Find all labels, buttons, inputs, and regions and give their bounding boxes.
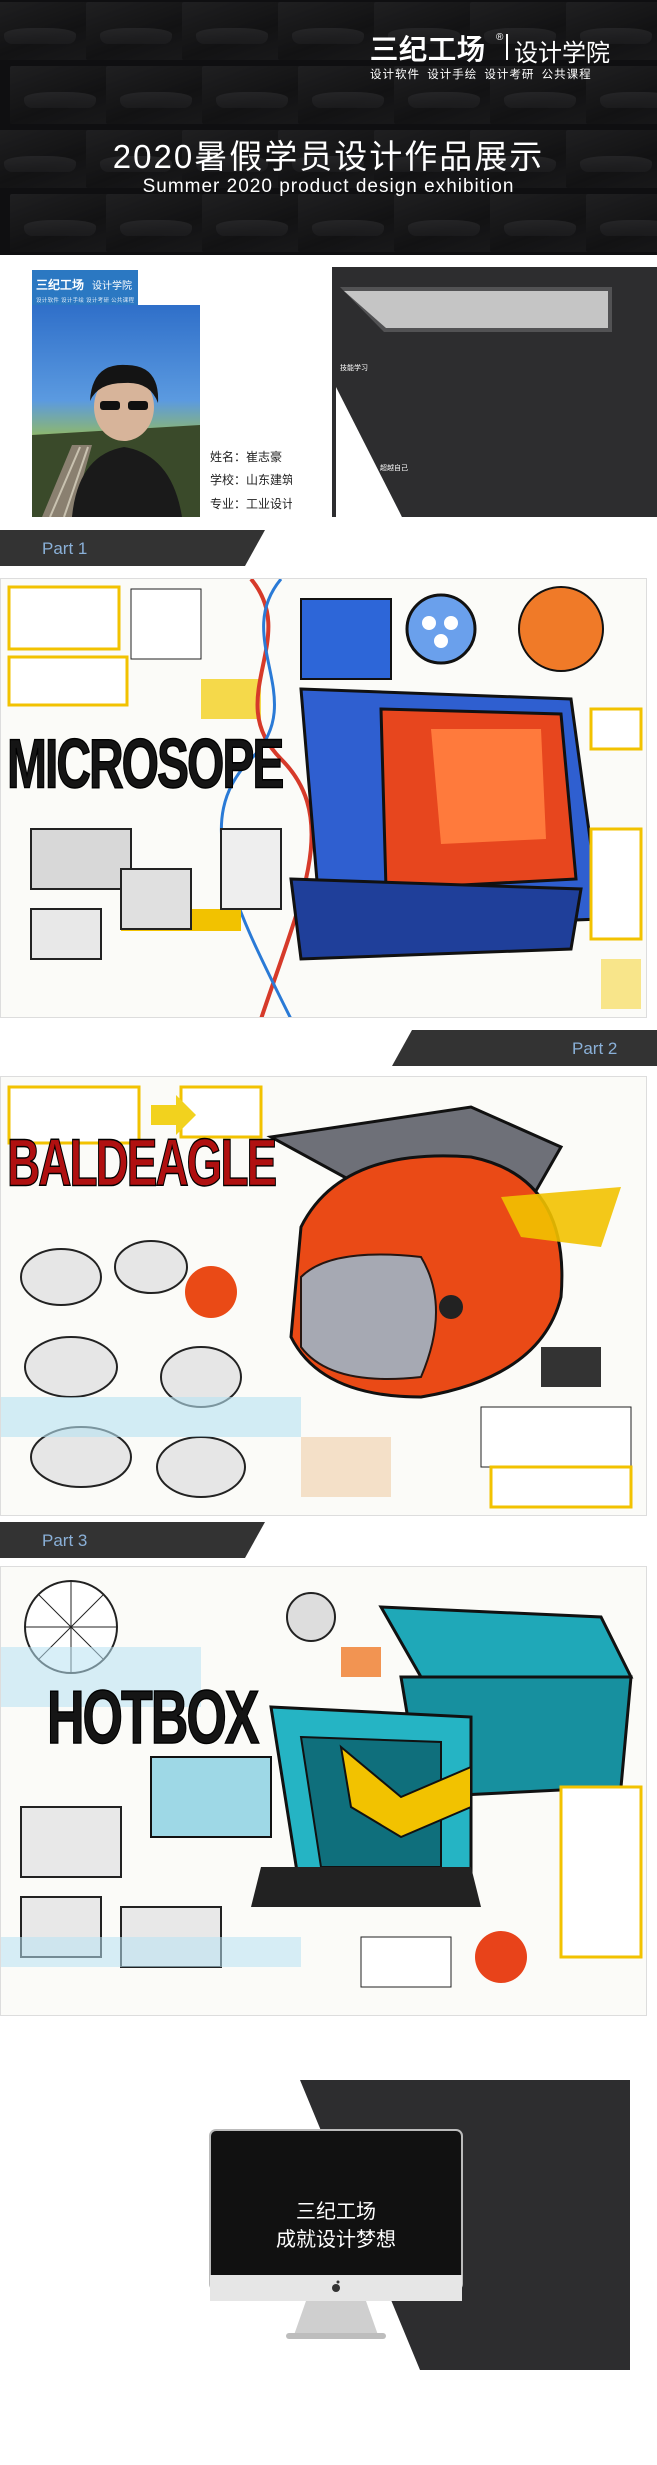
car-photo-tile xyxy=(106,66,206,124)
car-photo-tile xyxy=(566,130,657,188)
student-school: 学校：山东建筑大学 xyxy=(210,473,319,487)
car-photo-tile xyxy=(202,66,302,124)
car-photo-collage xyxy=(0,0,657,255)
profile-logo: 三纪工场 设计学院 设计软件 设计手绘 设计考研 公共课程 xyxy=(32,270,138,310)
car-photo-tile xyxy=(298,66,398,124)
car-photo-tile xyxy=(106,194,206,252)
car-photo-tile xyxy=(586,66,657,124)
artwork-hotbox: HOTBOX xyxy=(0,1566,647,2016)
car-photo-tile xyxy=(0,2,90,60)
car-photo-tile xyxy=(182,2,282,60)
part-label-2: Part 2 xyxy=(572,1039,618,1058)
footer-section xyxy=(0,2080,657,2460)
logo-tagline: 设计软件 设计手绘 设计考研 公共课程 xyxy=(36,298,135,304)
footer-graphic xyxy=(209,2080,630,2370)
car-photo-tile xyxy=(10,66,110,124)
artwork-title-2: BALDEAGLE xyxy=(6,1124,277,1201)
logo-school: 设计学院 xyxy=(92,281,132,292)
brand-name: 三纪工场 xyxy=(370,34,487,65)
artwork-title-1: MICROSOPE xyxy=(6,726,284,804)
car-photo-tile xyxy=(490,66,590,124)
label-skills: 技能学习 xyxy=(340,365,368,372)
car-photo-tile xyxy=(394,66,494,124)
student-name: 姓名：崔志豪 xyxy=(210,450,283,464)
brand-divider xyxy=(506,34,508,60)
car-photo-tile xyxy=(470,2,570,60)
car-photo-tile xyxy=(566,2,657,60)
page-subtitle: Summer 2020 product design exhibition xyxy=(142,176,515,197)
car-photo-tile xyxy=(298,194,398,252)
part-banner-3: Part 3 xyxy=(0,1522,265,1558)
car-photo-tile xyxy=(470,130,570,188)
artwork-title-3: HOTBOX xyxy=(46,1676,259,1762)
logo-name: 三纪工场 xyxy=(36,278,85,292)
car-photo-tile xyxy=(278,2,378,60)
car-photo-tile xyxy=(586,194,657,252)
car-photo-tile xyxy=(10,194,110,252)
brand-tagline: 设计软件 设计手绘 设计考研 公共课程 xyxy=(370,69,592,81)
student-photo xyxy=(32,305,200,517)
car-photo-tile xyxy=(374,2,474,60)
car-photo-tile xyxy=(374,130,474,188)
growth-diagram xyxy=(292,267,657,517)
part-label-1: Part 1 xyxy=(42,539,88,558)
car-photo-tile xyxy=(0,130,90,188)
header-overlay xyxy=(0,0,657,255)
monitor-slogan-line: 成就设计梦想 xyxy=(276,2229,396,2251)
car-photo-tile xyxy=(86,130,186,188)
monitor-brand-line: 三纪工场 xyxy=(296,2201,376,2223)
student-profile: 三纪工场 设计学院 设计软件 设计手绘 设计考研 公共课程 姓名：崔志豪 学校：… xyxy=(0,255,657,535)
car-photo-tile xyxy=(86,2,186,60)
label-surpass: 超越自己 xyxy=(380,465,408,472)
header-banner: 三纪工场 ® 设计学院 设计软件 设计手绘 设计考研 公共课程 2020暑假学员… xyxy=(0,0,657,255)
part-banner-2: Part 2 xyxy=(392,1030,657,1066)
artwork-microscope: MICROSOPE xyxy=(0,578,647,1018)
artwork-baldeagle: BALDEAGLE xyxy=(0,1076,647,1516)
car-photo-tile xyxy=(394,194,494,252)
part-label-3: Part 3 xyxy=(42,1531,88,1550)
page-title: 2020暑假学员设计作品展示 xyxy=(112,138,545,175)
car-photo-tile xyxy=(490,194,590,252)
part-banner-1: Part 1 xyxy=(0,530,265,566)
apple-icon xyxy=(332,2280,340,2292)
label-growth: 学习成长 xyxy=(302,277,330,284)
car-photo-tile xyxy=(202,194,302,252)
car-photo-tile xyxy=(182,130,282,188)
registered-mark: ® xyxy=(496,32,504,43)
brand-school: 设计学院 xyxy=(514,40,610,67)
student-major: 专业：工业设计 xyxy=(210,497,295,511)
car-photo-tile xyxy=(278,130,378,188)
